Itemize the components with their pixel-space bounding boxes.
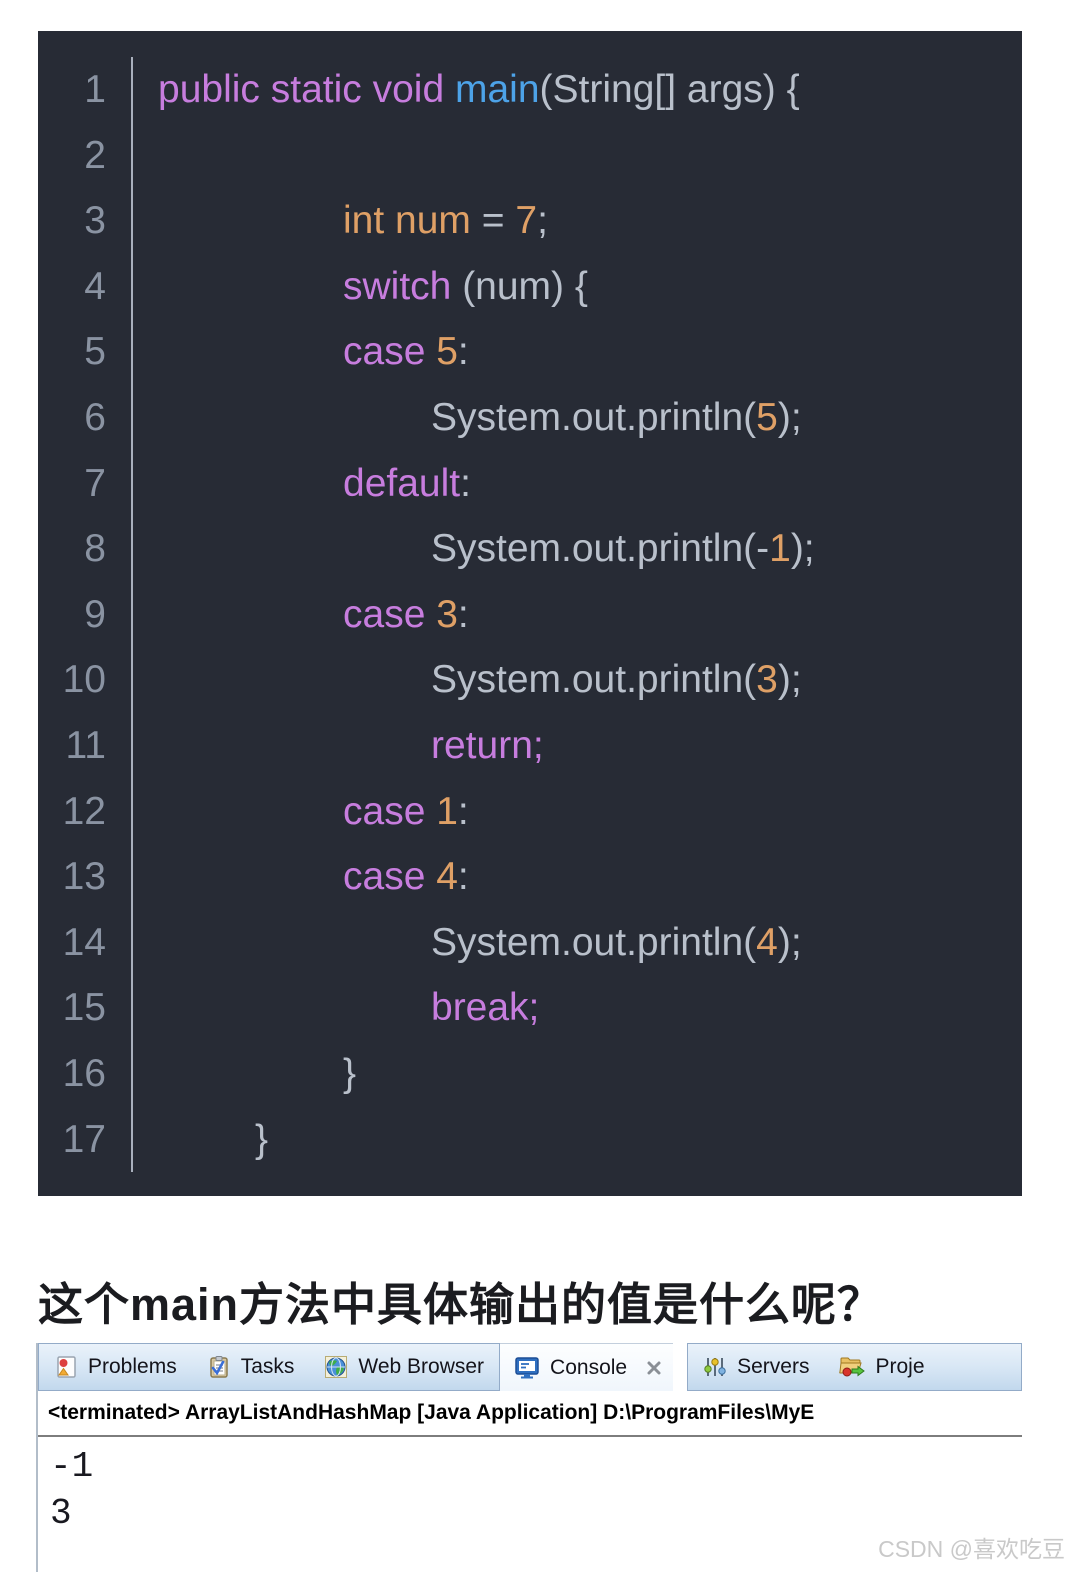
tab-projects[interactable]: Proje: [824, 1344, 939, 1390]
code-editor-panel: 1 public static void main(String[] args) …: [38, 31, 1022, 1196]
code-line: 2: [38, 122, 1022, 189]
tab-label: Problems: [88, 1355, 177, 1378]
code-line: 17}: [38, 1106, 1022, 1173]
code-text: System.out.println(3);: [431, 658, 802, 702]
code-line: 6 System.out.println(5);: [38, 384, 1022, 451]
code-line: 11 return;: [38, 712, 1022, 779]
code-text: break;: [431, 986, 540, 1030]
code-line: 15 break;: [38, 975, 1022, 1041]
code-text: }: [255, 1117, 269, 1161]
tab-label: Proje: [875, 1355, 925, 1378]
line-number: 15: [38, 975, 133, 1041]
code-line: 9 case 3:: [38, 581, 1022, 648]
line-number: 1: [38, 57, 133, 123]
code-line: 14 System.out.println(4);: [38, 909, 1022, 976]
code-text: default:: [343, 461, 471, 505]
code-text: [133, 123, 1022, 189]
line-number: 14: [38, 909, 133, 976]
line-number: 9: [38, 581, 133, 648]
tab-console[interactable]: Console: [500, 1343, 674, 1391]
line-number: 8: [38, 516, 133, 582]
code-text: case 3:: [343, 592, 469, 636]
servers-icon: [703, 1355, 727, 1379]
tab-label: Tasks: [240, 1355, 295, 1378]
line-number: 2: [38, 122, 133, 189]
code-lines: 1 public static void main(String[] args) …: [38, 57, 1022, 1173]
code-text: case 5:: [343, 330, 469, 374]
console-output-line: -1: [50, 1446, 94, 1487]
code-text: public static void main(String[] args) {: [158, 68, 800, 111]
tab-group-left: Problems Tasks: [38, 1343, 501, 1391]
tab-web-browser[interactable]: Web Browser: [309, 1344, 499, 1390]
code-text: System.out.println(-1);: [431, 527, 815, 571]
code-text: return;: [431, 723, 544, 767]
tab-tasks[interactable]: Tasks: [192, 1344, 310, 1390]
console-panel: Problems Tasks: [36, 1343, 1022, 1572]
line-number: 16: [38, 1040, 133, 1107]
line-number: 7: [38, 450, 133, 517]
console-tab-bar: Problems Tasks: [38, 1343, 1022, 1391]
code-line: 13 case 4:: [38, 844, 1022, 910]
line-number: 6: [38, 384, 133, 451]
line-number: 10: [38, 647, 133, 713]
problems-icon: [54, 1355, 78, 1379]
code-line: 8 System.out.println(-1);: [38, 516, 1022, 582]
line-number: 3: [38, 188, 133, 254]
code-text: case 4:: [343, 855, 469, 899]
line-number: 17: [38, 1106, 133, 1173]
projects-icon: [839, 1355, 866, 1379]
tasks-icon: [207, 1355, 231, 1379]
line-number: 12: [38, 778, 133, 845]
line-number: 11: [38, 712, 133, 779]
code-line: 12 case 1:: [38, 778, 1022, 845]
tab-label: Servers: [737, 1355, 810, 1378]
code-text: int num = 7;: [343, 199, 548, 243]
tab-label: Web Browser: [358, 1355, 485, 1378]
line-number: 4: [38, 253, 133, 320]
code-line: 10 System.out.println(3);: [38, 647, 1022, 713]
tab-servers[interactable]: Servers: [688, 1344, 824, 1390]
code-text: case 1:: [343, 789, 469, 833]
tab-problems[interactable]: Problems: [39, 1344, 192, 1390]
code-line: 4 switch (num) {: [38, 253, 1022, 320]
question-heading: 这个main方法中具体输出的值是什么呢？: [38, 1279, 884, 1331]
line-number: 13: [38, 844, 133, 910]
console-status-line: <terminated> ArrayListAndHashMap [Java A…: [38, 1391, 1022, 1437]
code-line: 5 case 5:: [38, 319, 1022, 385]
line-number: 5: [38, 319, 133, 385]
code-text: switch (num) {: [343, 264, 588, 308]
watermark: CSDN @喜欢吃豆: [878, 1536, 1065, 1562]
web-browser-icon: [324, 1355, 348, 1379]
console-icon: [514, 1356, 540, 1380]
console-output-line: 3: [50, 1493, 72, 1534]
code-line: 3 int num = 7;: [38, 188, 1022, 254]
code-line: 7 default:: [38, 450, 1022, 517]
tab-group-right: Servers Proje: [687, 1343, 1022, 1391]
code-text: System.out.println(4);: [431, 920, 802, 964]
close-icon[interactable]: [645, 1359, 663, 1377]
code-text: System.out.println(5);: [431, 395, 802, 439]
tab-label: Console: [550, 1355, 628, 1379]
code-line: 16}: [38, 1040, 1022, 1107]
code-line: 1 public static void main(String[] args) …: [38, 57, 1022, 123]
code-text: }: [343, 1051, 357, 1095]
